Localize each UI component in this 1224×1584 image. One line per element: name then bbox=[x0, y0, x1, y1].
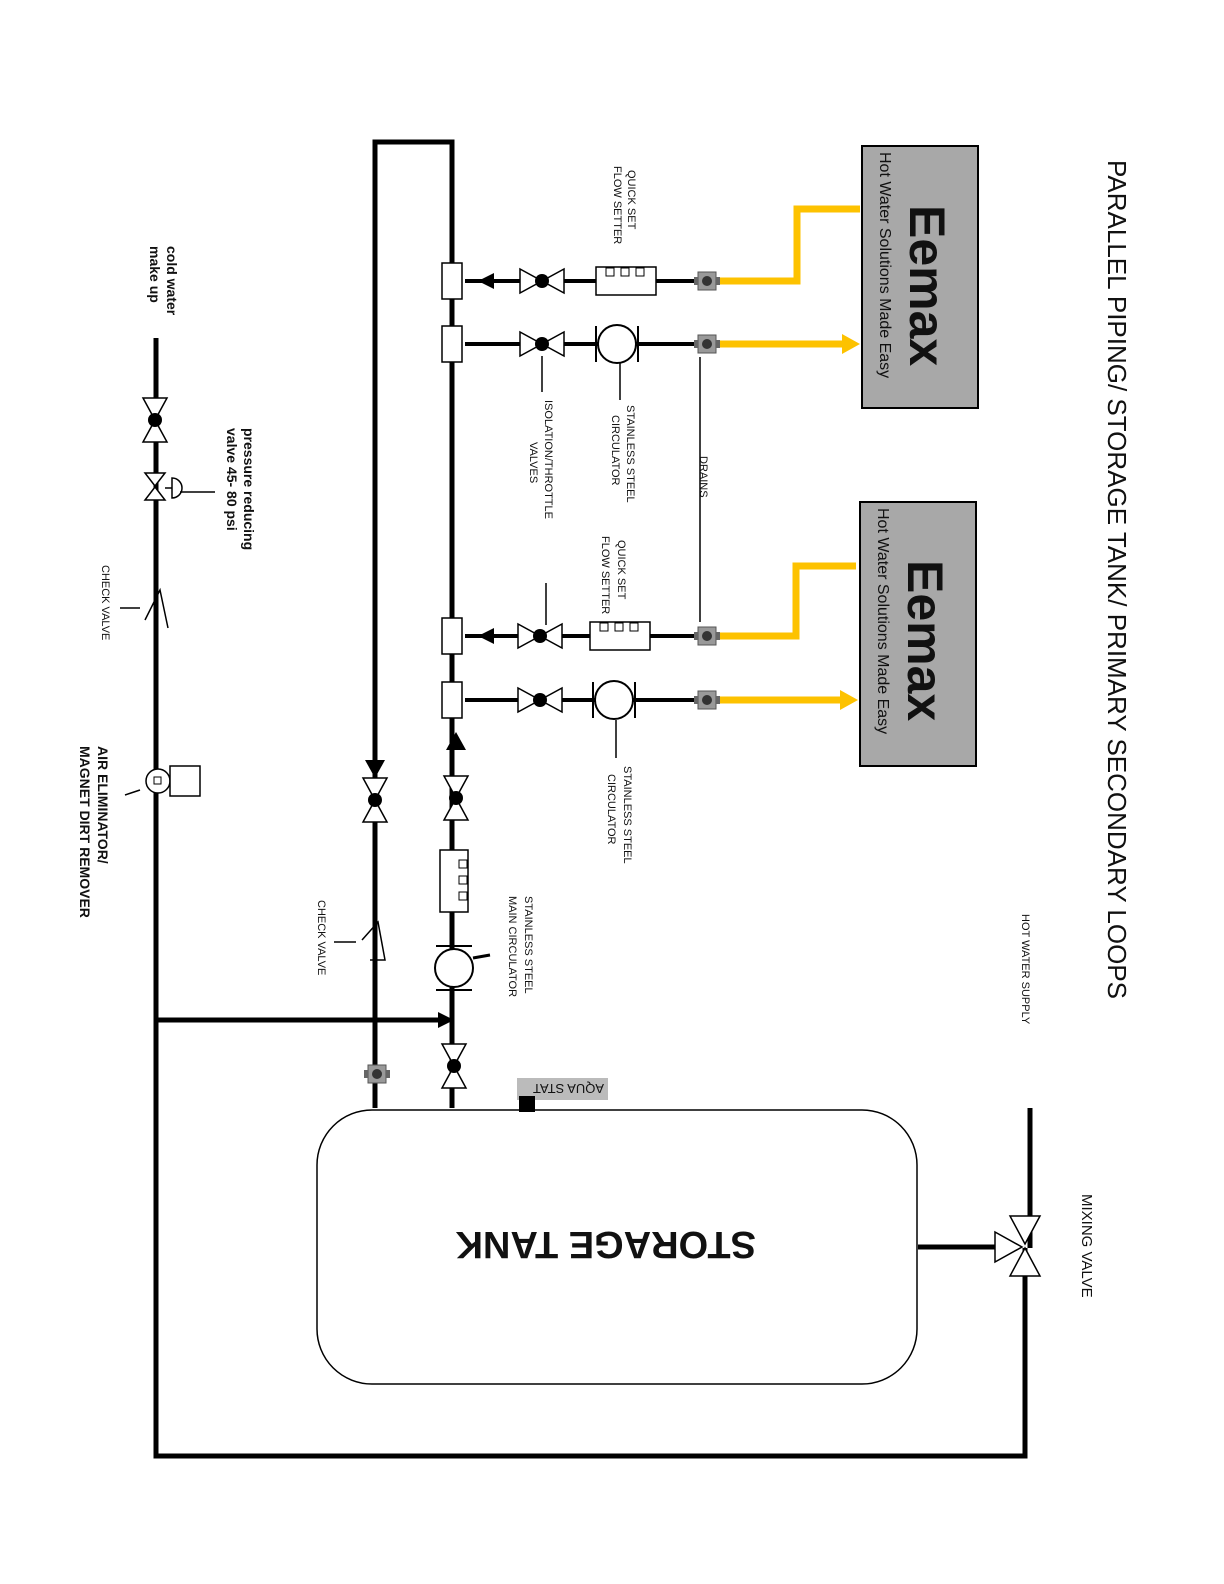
leader-lines bbox=[120, 356, 701, 943]
main-flow-setter bbox=[439, 849, 469, 913]
flow-setter-2 bbox=[589, 621, 651, 651]
check-valve-2-label: CHECK VALVE bbox=[99, 565, 111, 640]
check-valve-1-label: CHECK VALVE bbox=[315, 900, 327, 975]
circulator-1-l1: STAINLESS STEEL bbox=[624, 405, 636, 503]
pressure-reducing-valve bbox=[143, 472, 183, 501]
main-circ-l2: MAIN CIRCULATOR bbox=[506, 896, 518, 997]
mixing-valve-label: MIXING VALVE bbox=[1078, 1194, 1095, 1298]
hot-water-supply-label: HOT WATER SUPPLY bbox=[1019, 914, 1031, 1025]
cold-water-l1: cold water bbox=[164, 246, 180, 316]
circulator-2 bbox=[592, 680, 636, 720]
heater-1-tagline: Hot Water Solutions Made Easy bbox=[876, 152, 893, 378]
heater-pipes bbox=[712, 205, 860, 704]
prv-l1: pressure reducing bbox=[241, 428, 257, 550]
air-elim-l1: AIR ELIMINATOR/ bbox=[95, 746, 111, 864]
isolation-l1: ISOLATION/THROTTLE bbox=[542, 400, 554, 519]
heater-2: Eemax Hot Water Solutions Made Easy bbox=[859, 501, 977, 767]
circulator-1 bbox=[595, 324, 639, 364]
main-circulator bbox=[434, 945, 491, 991]
check-valve-makeup bbox=[144, 587, 169, 629]
quick-set-2-l2: FLOW SETTER bbox=[599, 536, 611, 614]
heater-1: Eemax Hot Water Solutions Made Easy bbox=[861, 145, 979, 409]
circulator-2-l2: CIRCULATOR bbox=[605, 774, 617, 845]
quick-set-1-l2: FLOW SETTER bbox=[611, 166, 623, 244]
drains-label: DRAINS bbox=[697, 456, 709, 498]
flow-arrows bbox=[365, 273, 494, 1028]
cold-water-l2: make up bbox=[147, 246, 163, 303]
circulator-2-l1: STAINLESS STEEL bbox=[621, 766, 633, 864]
air-eliminator bbox=[145, 765, 201, 797]
quick-set-1-l1: QUICK SET bbox=[625, 170, 637, 230]
main-circ-l1: STAINLESS STEEL bbox=[522, 896, 534, 994]
flow-setter-1 bbox=[595, 266, 657, 296]
circulator-1-l2: CIRCULATOR bbox=[609, 415, 621, 486]
heater-2-tagline: Hot Water Solutions Made Easy bbox=[874, 508, 891, 734]
heater-arrows bbox=[840, 334, 860, 710]
check-valve-primary bbox=[361, 920, 386, 961]
storage-tank: STORAGE TANK bbox=[316, 1109, 918, 1385]
quick-set-2-l1: QUICK SET bbox=[615, 540, 627, 600]
aqua-stat-label: AQUA STAT bbox=[533, 1081, 604, 1096]
air-elim-l2: MAGNET DIRT REMOVER bbox=[77, 746, 93, 918]
prv-l2: valve 45- 80 psi bbox=[224, 428, 240, 531]
isolation-l2: VALVES bbox=[527, 442, 539, 483]
diagram-title: PARALLEL PIPING/ STORAGE TANK/ PRIMARY S… bbox=[1102, 160, 1132, 999]
mixing-valve bbox=[994, 1215, 1042, 1277]
heater-2-brand: Eemax bbox=[897, 560, 953, 721]
heater-1-brand: Eemax bbox=[899, 205, 955, 366]
storage-tank-label: STORAGE TANK bbox=[455, 1223, 756, 1265]
aqua-stat: AQUA STAT bbox=[517, 1078, 608, 1112]
